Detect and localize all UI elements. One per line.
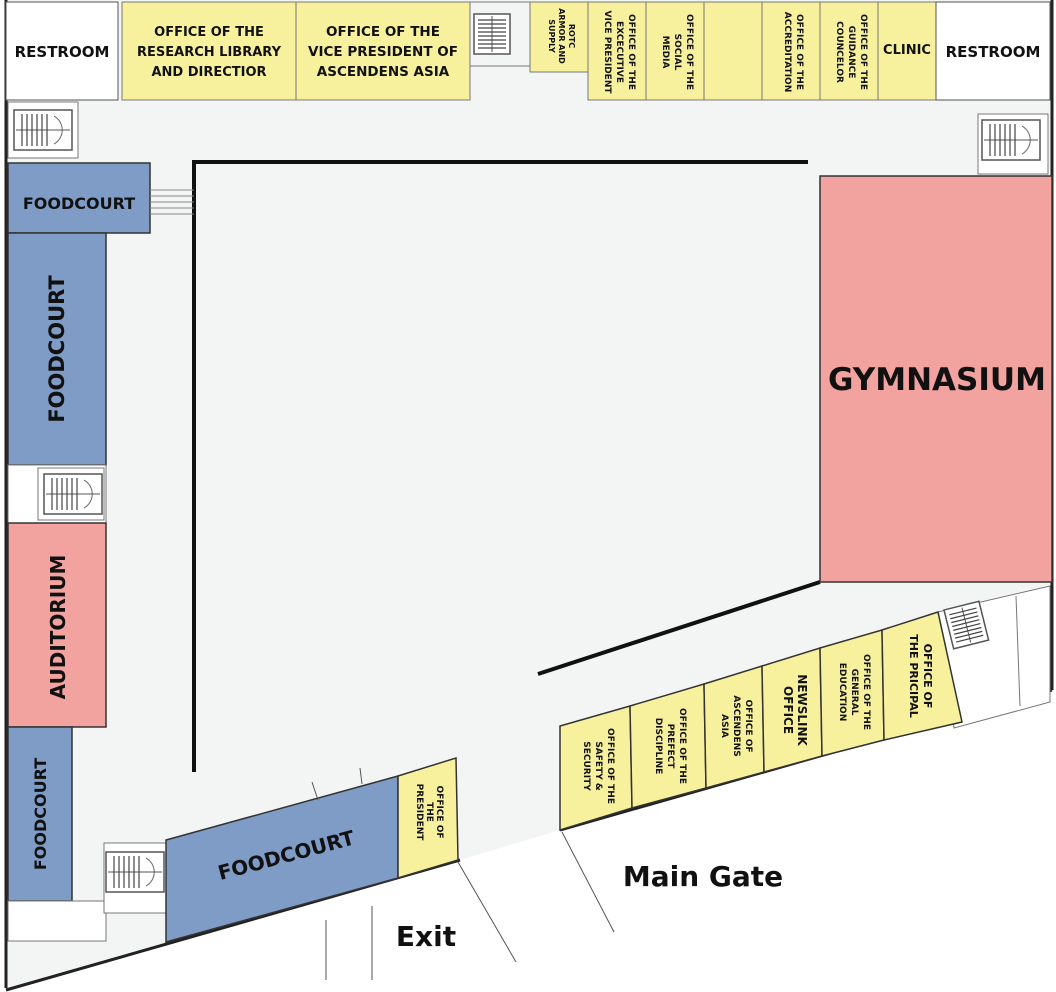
room-vp-ascendens[interactable]: OFFICE OF THE VICE PRESIDENT OF ASCENDEN… — [295, 1, 471, 101]
restroom-left[interactable]: RESTROOM — [5, 1, 119, 101]
svg-text:SOCIAL: SOCIAL — [672, 34, 682, 71]
svg-text:OFFICE OF THE: OFFICE OF THE — [861, 654, 871, 730]
svg-text:RESEARCH LIBRARY: RESEARCH LIBRARY — [137, 45, 282, 60]
svg-text:SAFETY &: SAFETY & — [593, 741, 603, 791]
room-rotc[interactable]: ROTC ARMOR AND SUPPLY — [529, 1, 589, 73]
room-general-education[interactable]: OFFICE OF THE GENERAL EDUCATION — [819, 629, 885, 757]
svg-text:ARMOR AND: ARMOR AND — [557, 8, 566, 64]
svg-text:FOODCOURT: FOODCOURT — [23, 194, 135, 213]
room-foodcourt-bottom-left[interactable]: FOODCOURT — [7, 726, 73, 902]
svg-text:MEDIA: MEDIA — [660, 36, 670, 69]
room-social-media[interactable]: OFFICE OF THE SOCIAL MEDIA — [645, 1, 705, 101]
svg-text:NEWSLINK: NEWSLINK — [795, 674, 809, 746]
room-office-president[interactable]: OFFICE OF THE PRESIDENT — [397, 756, 459, 880]
svg-text:ASIA: ASIA — [719, 714, 729, 738]
svg-text:OFFICE OF THE: OFFICE OF THE — [626, 14, 636, 90]
svg-text:AND DIRECTIOR: AND DIRECTIOR — [151, 65, 266, 80]
svg-text:ASCENDENS: ASCENDENS — [731, 695, 741, 756]
room-foodcourt-left[interactable]: FOODCOURT — [7, 232, 107, 466]
svg-text:OFFICE: OFFICE — [781, 686, 795, 734]
room-clinic[interactable]: CLINIC — [877, 1, 937, 101]
svg-text:DISCIPLINE: DISCIPLINE — [653, 718, 663, 775]
svg-text:SUPPLY: SUPPLY — [547, 19, 556, 53]
stairs-icon — [7, 101, 79, 159]
svg-text:COUNCELOR: COUNCELOR — [834, 21, 844, 83]
svg-text:AUDITORIUM: AUDITORIUM — [46, 555, 70, 700]
room-blank-office[interactable] — [703, 1, 763, 101]
svg-text:OFFICE OF: OFFICE OF — [743, 700, 753, 753]
svg-text:PRESIDENT: PRESIDENT — [414, 784, 424, 842]
room-foodcourt-top[interactable]: FOODCOURT — [7, 162, 151, 234]
room-guidance[interactable]: OFFICE OF THE GUIDANCE COUNCELOR — [819, 1, 879, 101]
svg-text:FOODCOURT: FOODCOURT — [31, 758, 50, 870]
svg-text:OFFICE OF THE: OFFICE OF THE — [326, 24, 440, 40]
room-principal[interactable]: OFFICE OF THE PRICIPAL — [881, 611, 963, 741]
svg-text:FOODCOURT: FOODCOURT — [45, 275, 69, 423]
room-accreditation[interactable]: OFFICE OF THE ACCREDITATION — [761, 1, 821, 101]
room-safety-security[interactable]: OFFICE OF THE SAFETY & SECURITY — [559, 705, 633, 832]
stairs-icon — [103, 842, 167, 914]
svg-text:OFFICE OF THE: OFFICE OF THE — [684, 14, 694, 90]
svg-text:RESTROOM: RESTROOM — [15, 43, 110, 61]
exit-path — [311, 767, 517, 980]
room-research-library[interactable]: OFFICE OF THE RESEARCH LIBRARY AND DIREC… — [121, 1, 297, 101]
svg-text:THE PRICIPAL: THE PRICIPAL — [907, 634, 920, 717]
svg-text:OFFICE OF: OFFICE OF — [921, 644, 934, 709]
corridor-wall — [192, 160, 808, 772]
svg-text:VICE PRESIDENT: VICE PRESIDENT — [602, 11, 612, 95]
svg-text:VICE PRESIDENT OF: VICE PRESIDENT OF — [308, 44, 458, 60]
svg-text:OFFICE OF THE: OFFICE OF THE — [858, 14, 868, 90]
svg-text:OFFICE OF THE: OFFICE OF THE — [677, 708, 687, 784]
svg-text:SECURITY: SECURITY — [581, 741, 591, 791]
room-gymnasium[interactable]: GYMNASIUM — [819, 175, 1053, 583]
room-exec-vp[interactable]: OFFICE OF THE EXCECUTIVE VICE PRESIDENT — [587, 1, 647, 101]
svg-text:GENERAL: GENERAL — [849, 669, 859, 716]
stairs-icon — [473, 13, 511, 55]
svg-text:OFFICE OF THE: OFFICE OF THE — [154, 25, 264, 40]
svg-text:ASCENDENS ASIA: ASCENDENS ASIA — [317, 64, 450, 80]
room-prefect-discipline[interactable]: OFFICE OF THE PREFECT DISCIPLINE — [629, 683, 707, 809]
room-ascendens-asia[interactable]: OFFICE OF ASCENDENS ASIA — [703, 664, 765, 789]
gate-path — [561, 831, 615, 933]
main-gate-label: Main Gate — [623, 860, 783, 893]
exit-label: Exit — [396, 920, 456, 953]
svg-text:GYMNASIUM: GYMNASIUM — [828, 362, 1046, 398]
room-newslink[interactable]: NEWSLINK OFFICE — [761, 646, 823, 773]
corridor-wall-gym — [537, 580, 821, 676]
stairs-icon — [977, 113, 1049, 175]
lobby-bottom-left — [7, 900, 107, 942]
restroom-right[interactable]: RESTROOM — [935, 1, 1051, 101]
svg-text:OFFICE OF THE: OFFICE OF THE — [605, 728, 615, 804]
svg-text:OFFICE OF: OFFICE OF — [434, 786, 444, 839]
room-foodcourt-bottom[interactable]: FOODCOURT — [165, 775, 399, 943]
svg-text:PREFECT: PREFECT — [665, 724, 675, 770]
stairs-icon — [7, 464, 107, 524]
svg-text:ACCREDITATION: ACCREDITATION — [782, 12, 792, 92]
svg-text:EXCECUTIVE: EXCECUTIVE — [614, 21, 624, 83]
svg-text:EDUCATION: EDUCATION — [837, 663, 847, 721]
svg-text:THE: THE — [424, 802, 434, 822]
svg-text:OFFICE OF THE: OFFICE OF THE — [794, 14, 804, 90]
room-auditorium[interactable]: AUDITORIUM — [7, 522, 107, 728]
corridor-steps — [150, 189, 194, 215]
svg-text:CLINIC: CLINIC — [883, 43, 931, 58]
svg-text:ROTC: ROTC — [567, 24, 576, 48]
svg-text:RESTROOM: RESTROOM — [946, 43, 1041, 61]
svg-text:GUIDANCE: GUIDANCE — [846, 26, 856, 79]
